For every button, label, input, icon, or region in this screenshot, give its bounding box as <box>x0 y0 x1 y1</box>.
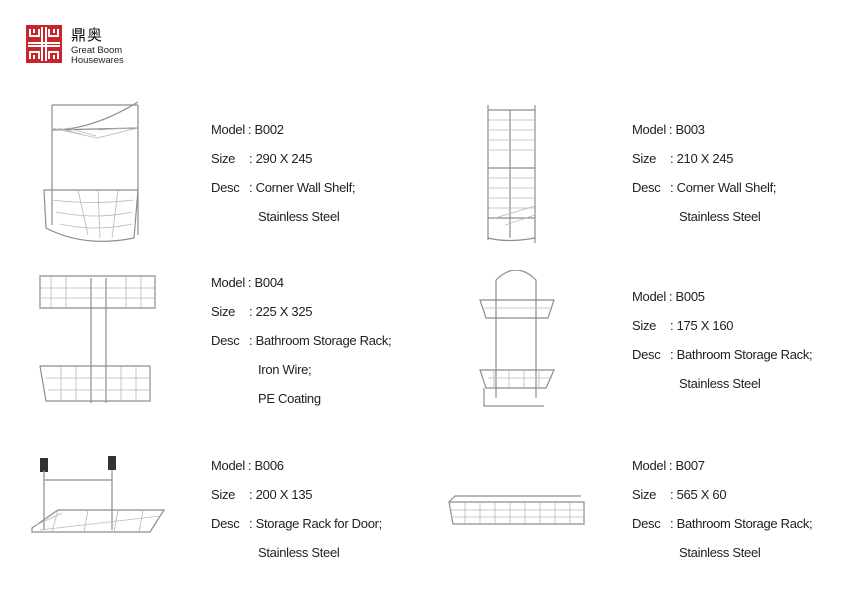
size-value: 290 X 245 <box>255 151 313 166</box>
model-value: B006 <box>254 458 284 473</box>
product-spec-b002: Model: B002 Size: 290 X 245 Desc: Corner… <box>211 122 356 238</box>
product-spec-b006: Model: B006 Size: 200 X 135 Desc: Storag… <box>211 458 382 574</box>
desc-value: Stainless Steel <box>679 545 761 560</box>
product-image-b006 <box>31 456 166 533</box>
desc-value: Corner Wall Shelf; <box>255 180 356 195</box>
brand-name-cn: 鼎奥 <box>71 26 104 44</box>
product-image-b003 <box>487 105 536 243</box>
brand-logo <box>26 25 62 63</box>
product-spec-b003: Model: B003 Size: 210 X 245 Desc: Corner… <box>632 122 777 238</box>
size-value: 200 X 135 <box>255 487 313 502</box>
desc-value: Stainless Steel <box>679 376 761 391</box>
product-spec-b007: Model: B007 Size: 565 X 60 Desc: Bathroo… <box>632 458 813 574</box>
desc-value: Stainless Steel <box>258 545 340 560</box>
desc-value: Bathroom Storage Rack; <box>676 347 813 362</box>
desc-value: Storage Rack for Door; <box>255 516 383 531</box>
model-value: B007 <box>675 458 705 473</box>
model-value: B002 <box>254 122 284 137</box>
size-value: 210 X 245 <box>676 151 734 166</box>
desc-value: Bathroom Storage Rack; <box>676 516 813 531</box>
model-value: B003 <box>675 122 705 137</box>
model-value: B004 <box>254 275 284 290</box>
product-image-b004 <box>39 275 156 403</box>
brand-name-en: Great Boom Housewares <box>71 45 124 66</box>
product-image-b007 <box>448 495 585 525</box>
size-value: 225 X 325 <box>255 304 313 319</box>
product-image-b002 <box>43 101 139 242</box>
desc-value: PE Coating <box>258 391 321 406</box>
desc-value: Stainless Steel <box>258 209 340 224</box>
model-value: B005 <box>675 289 705 304</box>
desc-value: Stainless Steel <box>679 209 761 224</box>
size-value: 175 X 160 <box>676 318 734 333</box>
product-image-b005 <box>479 270 555 407</box>
product-spec-b004: Model: B004 Size: 225 X 325 Desc: Bathro… <box>211 275 392 420</box>
desc-value: Corner Wall Shelf; <box>676 180 777 195</box>
size-value: 565 X 60 <box>676 487 727 502</box>
product-spec-b005: Model: B005 Size: 175 X 160 Desc: Bathro… <box>632 289 813 405</box>
desc-value: Iron Wire; <box>258 362 312 377</box>
desc-value: Bathroom Storage Rack; <box>255 333 392 348</box>
